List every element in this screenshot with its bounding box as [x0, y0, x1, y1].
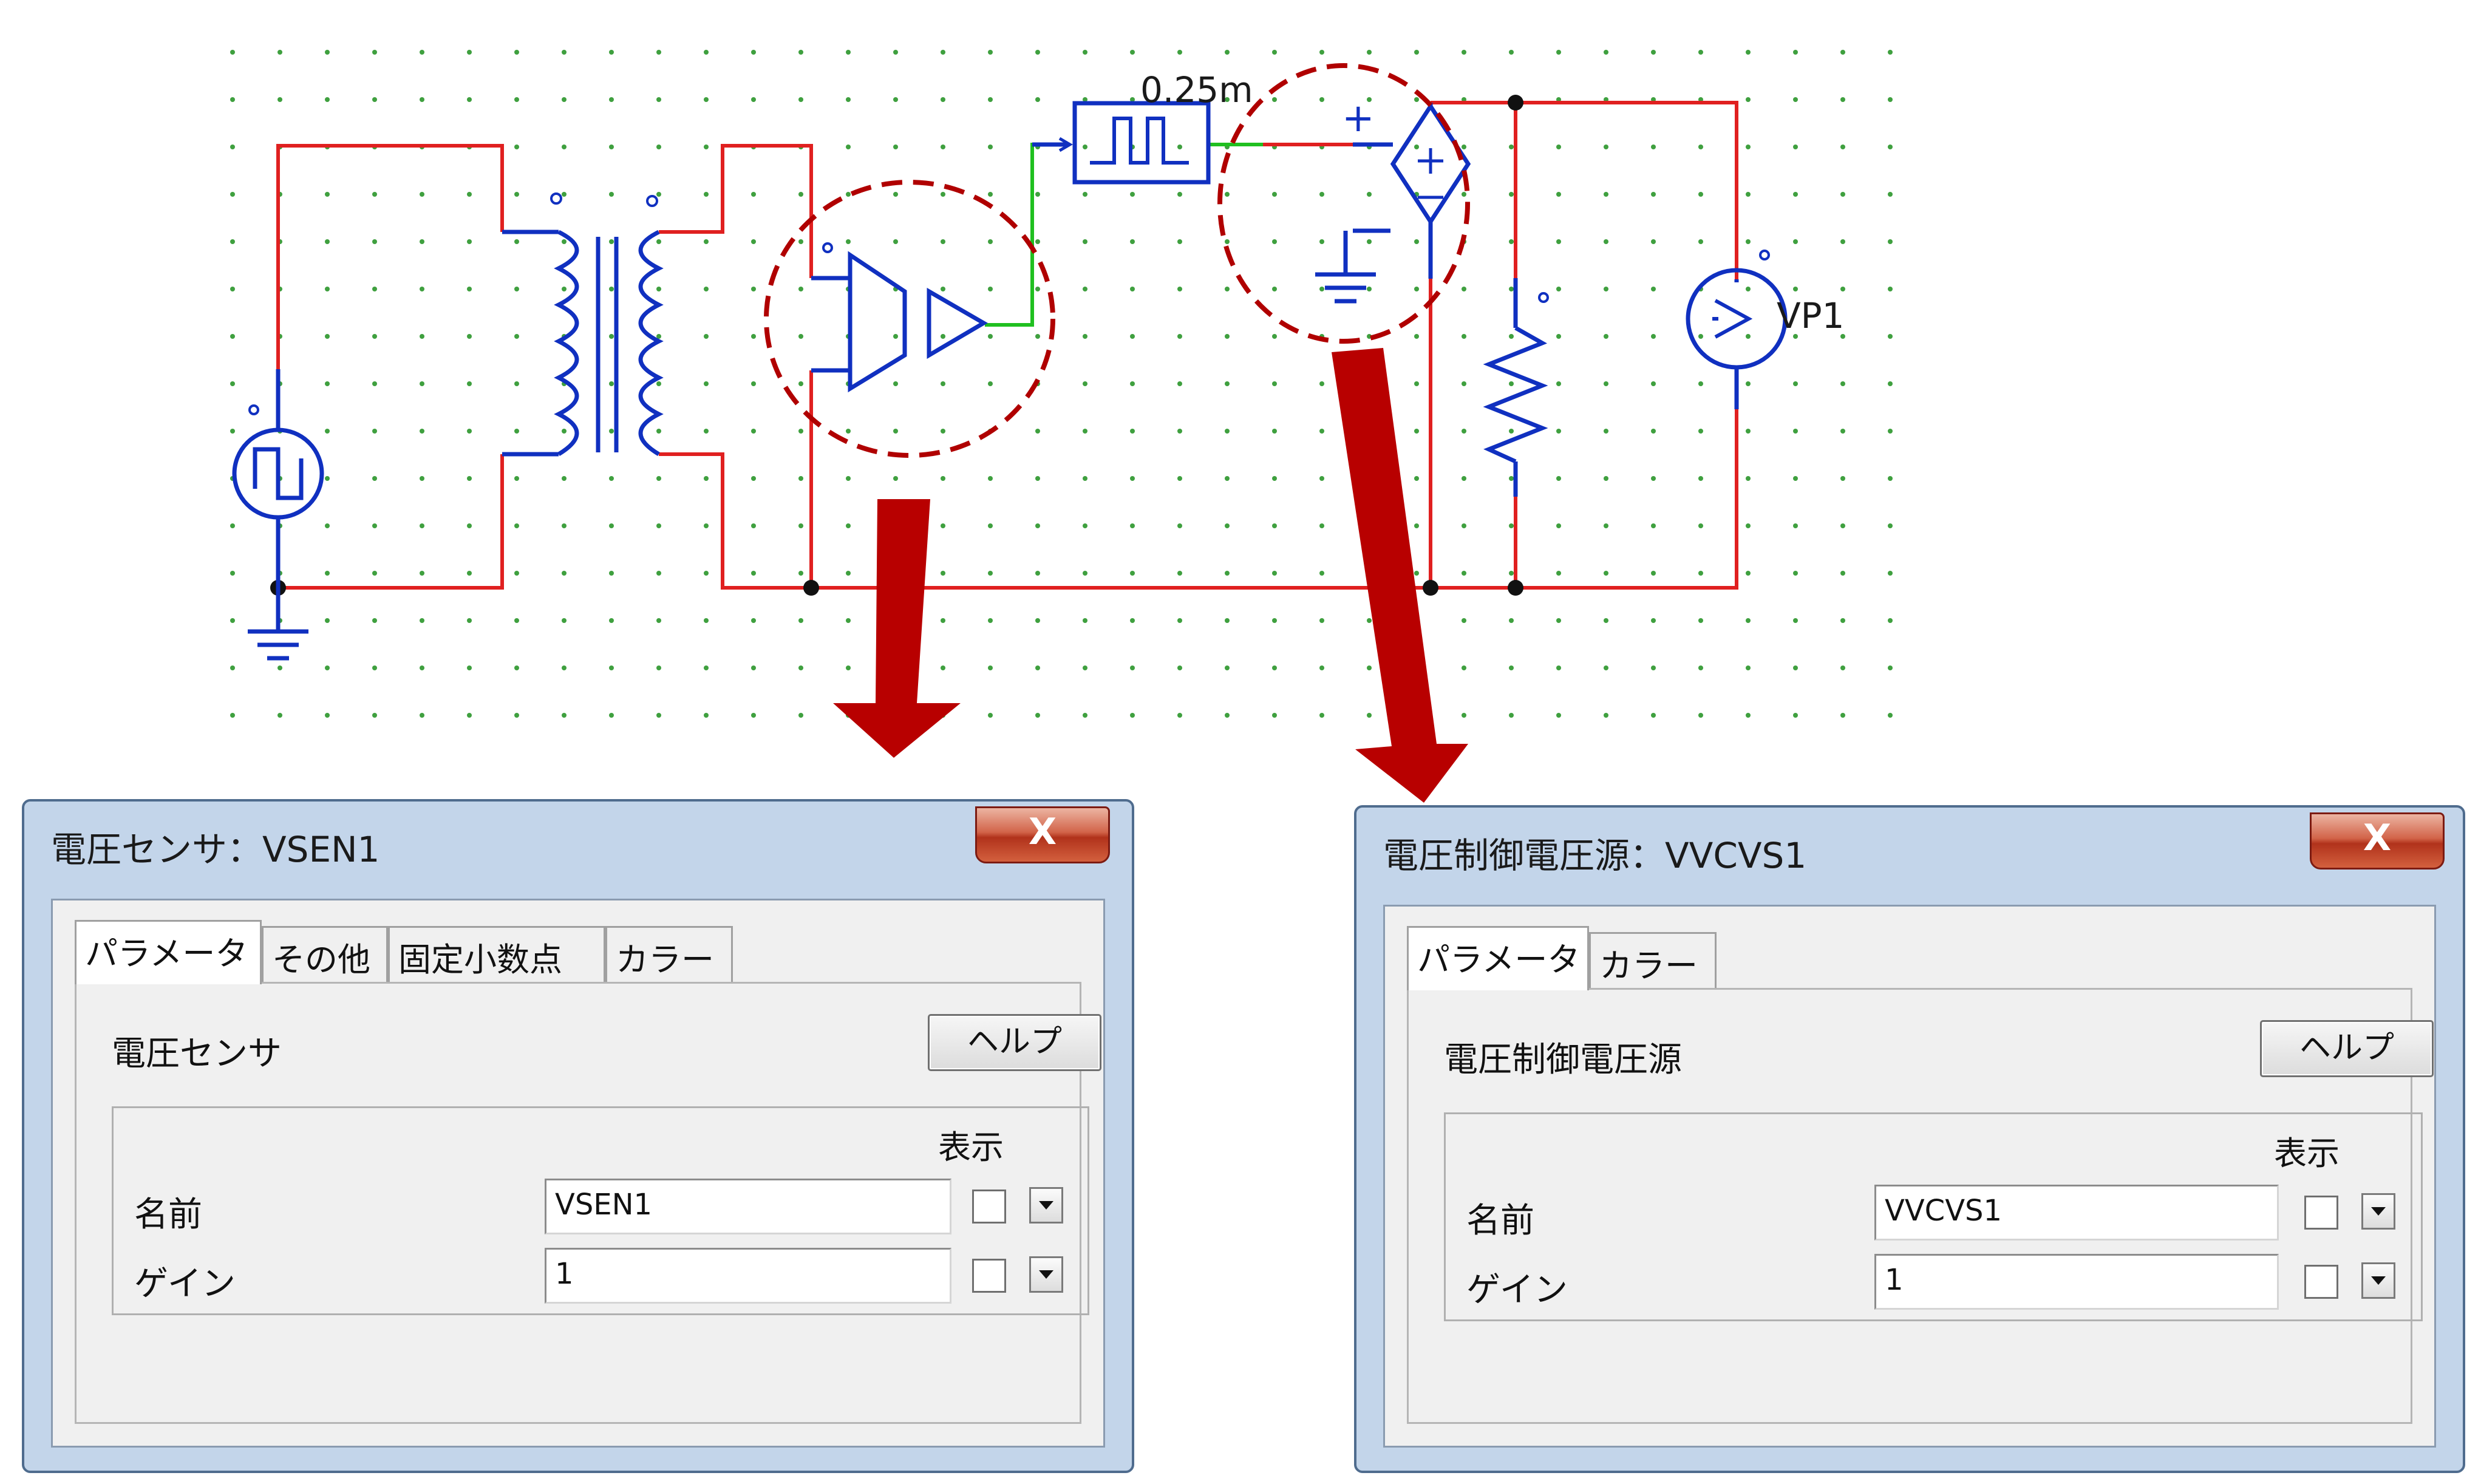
name-display-dropdown[interactable]	[1029, 1187, 1063, 1224]
gain-label: ゲイン	[134, 1264, 236, 1304]
component-description: 電圧センサ	[112, 1034, 282, 1074]
name-field[interactable]: VSEN1	[545, 1179, 951, 1234]
tab-fixed-point[interactable]: 固定小数点	[388, 926, 605, 982]
vcvs-dialog: 電圧制御電圧源：VVCVS1 X パラメータ カラー 電圧制御電圧源 ヘルプ 表…	[1354, 805, 2465, 1473]
gain-field[interactable]: 1	[545, 1248, 951, 1304]
close-button[interactable]: X	[2310, 812, 2445, 870]
gain-field[interactable]: 1	[1874, 1254, 2279, 1310]
highlight-circle-sensor	[764, 180, 1055, 458]
voltage-probe[interactable]	[1686, 250, 1788, 409]
name-label: 名前	[1466, 1201, 1534, 1241]
tab-other[interactable]: その他	[262, 926, 388, 982]
dialog-client: パラメータ その他 固定小数点 カラー 電圧センサ ヘルプ 表示 名前 VSEN…	[51, 899, 1105, 1448]
display-column-header: 表示	[2274, 1134, 2340, 1173]
name-display-dropdown[interactable]	[2361, 1193, 2395, 1230]
name-field[interactable]: VVCVS1	[1874, 1185, 2279, 1241]
tab-parameters[interactable]: パラメータ	[75, 920, 262, 984]
close-icon[interactable]: X	[1028, 811, 1057, 853]
resistor[interactable]	[1483, 278, 1549, 497]
display-column-header: 表示	[938, 1128, 1004, 1166]
circuit-wires[interactable]	[276, 101, 1738, 590]
voltage-sensor[interactable]	[811, 242, 988, 393]
dialog-title: 電圧センサ：VSEN1	[51, 829, 380, 870]
gain-display-checkbox[interactable]	[2304, 1265, 2338, 1299]
close-button[interactable]: X	[975, 806, 1110, 863]
name-display-checkbox[interactable]	[2304, 1196, 2338, 1230]
parameter-group: 表示 名前 VSEN1 ゲイン 1	[112, 1106, 1089, 1315]
tab-color[interactable]: カラー	[1589, 932, 1717, 988]
parameters-panel: 電圧制御電圧源 ヘルプ 表示 名前 VVCVS1 ゲイン 1	[1407, 988, 2434, 1424]
gain-display-checkbox[interactable]	[972, 1259, 1006, 1293]
grid-dots	[225, 49, 1894, 735]
help-button[interactable]: ヘルプ	[2260, 1020, 2434, 1077]
gain-label: ゲイン	[1466, 1270, 1568, 1310]
gain-display-dropdown[interactable]	[2361, 1262, 2395, 1299]
square-wave-source[interactable]	[232, 369, 324, 588]
vcvs-plus-label: +	[1342, 96, 1375, 141]
gain-display-dropdown[interactable]	[1029, 1256, 1063, 1293]
delay-value-label: 0.25m	[1140, 69, 1253, 111]
tab-parameters[interactable]: パラメータ	[1407, 926, 1589, 990]
name-display-checkbox[interactable]	[972, 1190, 1006, 1224]
voltmeter-label: VP1	[1777, 295, 1845, 336]
pointer-arrow-left	[833, 499, 961, 758]
junction-dots	[270, 95, 1523, 596]
tab-color[interactable]: カラー	[605, 926, 733, 982]
close-icon[interactable]: X	[2363, 817, 2392, 859]
parameter-group: 表示 名前 VVCVS1 ゲイン 1	[1444, 1112, 2423, 1321]
ground-left	[248, 588, 308, 661]
parameters-panel: 電圧センサ ヘルプ 表示 名前 VSEN1 ゲイン 1	[75, 982, 1101, 1424]
time-delay-block[interactable]	[1032, 101, 1211, 185]
highlight-circle-vcvs	[1217, 63, 1470, 344]
name-label: 名前	[134, 1195, 202, 1234]
chevron-down-icon	[1039, 1201, 1053, 1210]
chevron-down-icon	[2371, 1207, 2386, 1216]
dialog-client: パラメータ カラー 電圧制御電圧源 ヘルプ 表示 名前 VVCVS1 ゲイン 1	[1383, 905, 2436, 1448]
component-description: 電圧制御電圧源	[1444, 1040, 1682, 1080]
help-button[interactable]: ヘルプ	[928, 1014, 1101, 1071]
chevron-down-icon	[2371, 1276, 2386, 1285]
transformer[interactable]	[502, 192, 664, 457]
chevron-down-icon	[1039, 1270, 1053, 1279]
dialog-title: 電圧制御電圧源：VVCVS1	[1383, 835, 1807, 876]
pointer-arrow-right	[1332, 348, 1468, 803]
voltage-sensor-dialog: 電圧センサ：VSEN1 X パラメータ その他 固定小数点 カラー 電圧センサ …	[22, 799, 1134, 1473]
